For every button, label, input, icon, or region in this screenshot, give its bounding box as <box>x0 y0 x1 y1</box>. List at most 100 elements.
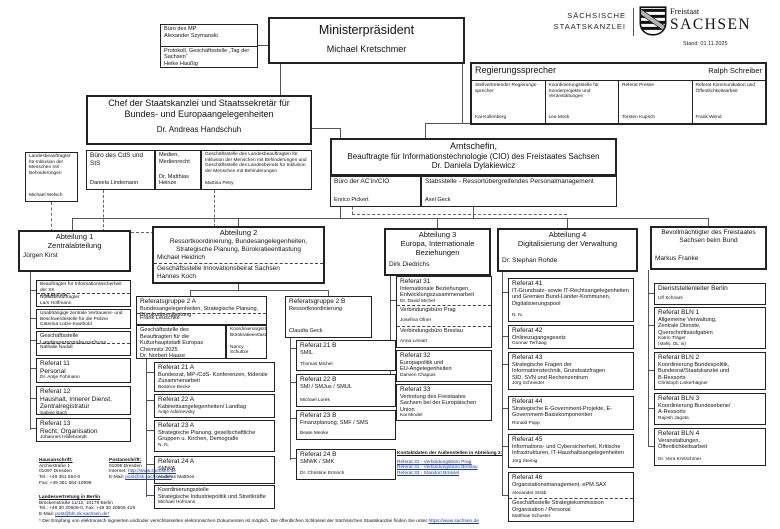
referat-22b-text-0-1: SMI / SMJus / SMUL <box>300 383 352 390</box>
link-internet-sachsen: Internet: http://www.sachsen.de <box>109 469 201 475</box>
referat-24a-text-0-0: Referat 24 A <box>158 458 195 465</box>
referat-11-text-0-0: Referat 11 <box>40 360 70 367</box>
referat-bln2-text-0-3: B-Ressorts <box>658 374 686 381</box>
referat-23a-text-0-2: N. N. <box>158 443 169 449</box>
referatsgruppe-2a-text-1-0: Frank Leuschke <box>140 315 180 322</box>
gst-landespersonalausschuss-text-0-1: Landespersonalausschuss <box>40 339 107 346</box>
koordinierungsstelle-buerokratieentlastung: Koordinierungsstelle Bürokratieentlastun… <box>226 325 267 359</box>
referat-41-text-0-1: IT-Grundsatz- sowie IT-Rechtsangelegenhe… <box>512 287 629 307</box>
referat-46-text-0-2: Alexander Sträb <box>512 490 547 496</box>
link-referat33-bruessel[interactable]: Referat 33 - Standort Brüssel <box>397 470 460 476</box>
landesbeauftragter-inklusion: Landesbeauftragter für Inklusion der Men… <box>25 152 78 202</box>
link-email-sk: E-Mail: post@sk.sachsen.de* <box>109 475 201 481</box>
link-referat31-breslau[interactable]: Referat 31 - Verbindungsbüro Breslau <box>397 465 478 471</box>
referat-23b-text-0-1: Finanzplanung, SMF / SMS <box>300 419 369 426</box>
connector-line-3 <box>425 123 470 124</box>
buero-ac-cio-text-0-0: Büro der AC’in/CIO <box>334 178 390 185</box>
landesvertretung-berlin-text-0-1: Brückenstraße 11/12, 10179 Berlin <box>39 500 113 506</box>
referat-bln1-text-0-0: Referat BLN 1 <box>658 309 700 316</box>
referat-21a-text-0-0: Referat 21 A <box>158 364 195 371</box>
bevollmaechtigter-bund-text-0-0: Bevollmächtigter des Freistaates <box>661 229 756 236</box>
connector-line-57 <box>648 408 654 409</box>
regierungssprecher-head-person: Ralph Schreiber <box>708 66 762 75</box>
kontaktdaten-aussenstellen-section-0: Kontaktdaten der Außenstellen in Abteilu… <box>394 450 506 484</box>
connector-line-58 <box>648 446 654 447</box>
link-email-bln-prefix: E-Mail: <box>39 511 56 517</box>
referatsgruppe-2b-text-0-0: Referatsgruppe 2 B <box>289 298 346 305</box>
referat-bln1-text-0-3: Querschnittsaufgaben <box>658 329 713 336</box>
referat-31-text-1-1: Josefina Ofner <box>400 318 432 324</box>
link-email-sk[interactable]: post@sk.sachsen.de* <box>125 474 172 480</box>
buero-cds-text-0-1: Daniela Lindemann <box>90 180 139 187</box>
bevollmaechtigter-bund-section-1: Markus Franke <box>652 254 765 268</box>
buero-mp-text-1-1: Heike Haußig <box>164 60 198 67</box>
postanschrift-text-0-1: 01095 Dresden <box>109 463 142 469</box>
referat-31-text-2-1: Anna Leniart <box>400 339 428 345</box>
referat-bln3-text-0-3: Rajesh Jagota <box>658 416 689 422</box>
sachsen-label: SACHSEN <box>670 15 752 33</box>
connector-line-24 <box>30 368 36 369</box>
staatskanzlei-wordmark: SÄCHSISCHE STAATSKANZLEI <box>548 10 626 33</box>
buero-cds-text-0-0: Büro des CdS und StS <box>90 152 144 167</box>
abteilung-2-text-0-2: Strategische Planung, Bürokratieentlastu… <box>175 245 302 253</box>
link-disclaimer-schluessel[interactable]: https://www.sachsen.de <box>428 519 479 524</box>
referat-33-text-0-0: Referat 33 <box>400 386 431 393</box>
regierungssprecher-cell-2-person: Torsten Kupsch <box>622 115 656 121</box>
referat-bln1-text-0-5: (stellv. DL´in) <box>658 342 686 348</box>
freistaat-sachsen-wordmark: Freistaat SACHSEN <box>670 7 775 33</box>
beauftragter-informationssicherheit-text-0-1: Jörg Brünner <box>40 293 68 299</box>
referat-43-text-0-0: Referat 43 <box>512 354 543 361</box>
connector-line-32 <box>146 372 154 373</box>
link-email-bln[interactable]: post@bln.sk.sachsen.de* <box>55 511 110 517</box>
connector-line-8 <box>72 218 709 219</box>
referat-bln4-text-0-1: Veranstaltungen, <box>658 437 700 444</box>
referat-33-text-0-2: Sachsen bei der Europäischen <box>400 400 477 407</box>
link-internet-sachsen[interactable]: http://www.sachsen.de <box>127 469 176 475</box>
regierungssprecher-title: Regierungssprecher <box>475 65 557 75</box>
connector-line-12 <box>567 219 568 228</box>
gst-inklusion: Geschäftsstelle des Landesbeauftragten f… <box>201 150 312 190</box>
connector-line-48 <box>502 336 508 337</box>
connector-line-30 <box>328 290 329 296</box>
referat-42-text-0-0: Referat 42 <box>512 327 543 334</box>
connector-line-42 <box>390 276 391 394</box>
connector-line-37 <box>290 338 291 460</box>
connector-line-19 <box>214 190 215 232</box>
connector-line-5 <box>312 128 340 129</box>
referat-31-text-1-0: Verbindungsbüro Prag <box>400 307 456 314</box>
amtschefin-cio-section-0: Amtschefin,Beauftragte für Informationst… <box>332 140 615 174</box>
referat-44-text-0-1: Strategische E-Government-Projekte, E-Go… <box>512 405 613 419</box>
landesvertretung-berlin-text-0-2: Tel.: +49 30 20606-0, Fax: +49 30 20606 … <box>39 506 136 512</box>
abteilung-2-text-0-1: Ressortkoordinierung, Bundesangelegenhei… <box>169 237 308 245</box>
connector-line-21 <box>30 290 36 291</box>
referat-12-text-0-1: Haushalt, Innerer Dienst, <box>40 395 112 403</box>
link-referat31-prag[interactable]: Referat 31 - Verbindungsbüro Prag <box>397 459 472 465</box>
link-email-sk-prefix: E-Mail: <box>109 474 126 480</box>
buero-cds: Büro des CdS und StS Daniela Lindemann <box>86 150 155 190</box>
abteilung-2-section-1: Michael Heidrich <box>154 253 323 263</box>
connector-line-53 <box>648 270 649 447</box>
abteilung-4-text-1-0: Dr. Stephan Rohde <box>502 256 558 264</box>
referat-46-text-1-2: Matthias Schuster <box>512 513 551 519</box>
abteilung-1-text-0-0: Abteilung 1 <box>55 232 94 241</box>
link-internet-sachsen-prefix: Internet: <box>109 469 128 475</box>
